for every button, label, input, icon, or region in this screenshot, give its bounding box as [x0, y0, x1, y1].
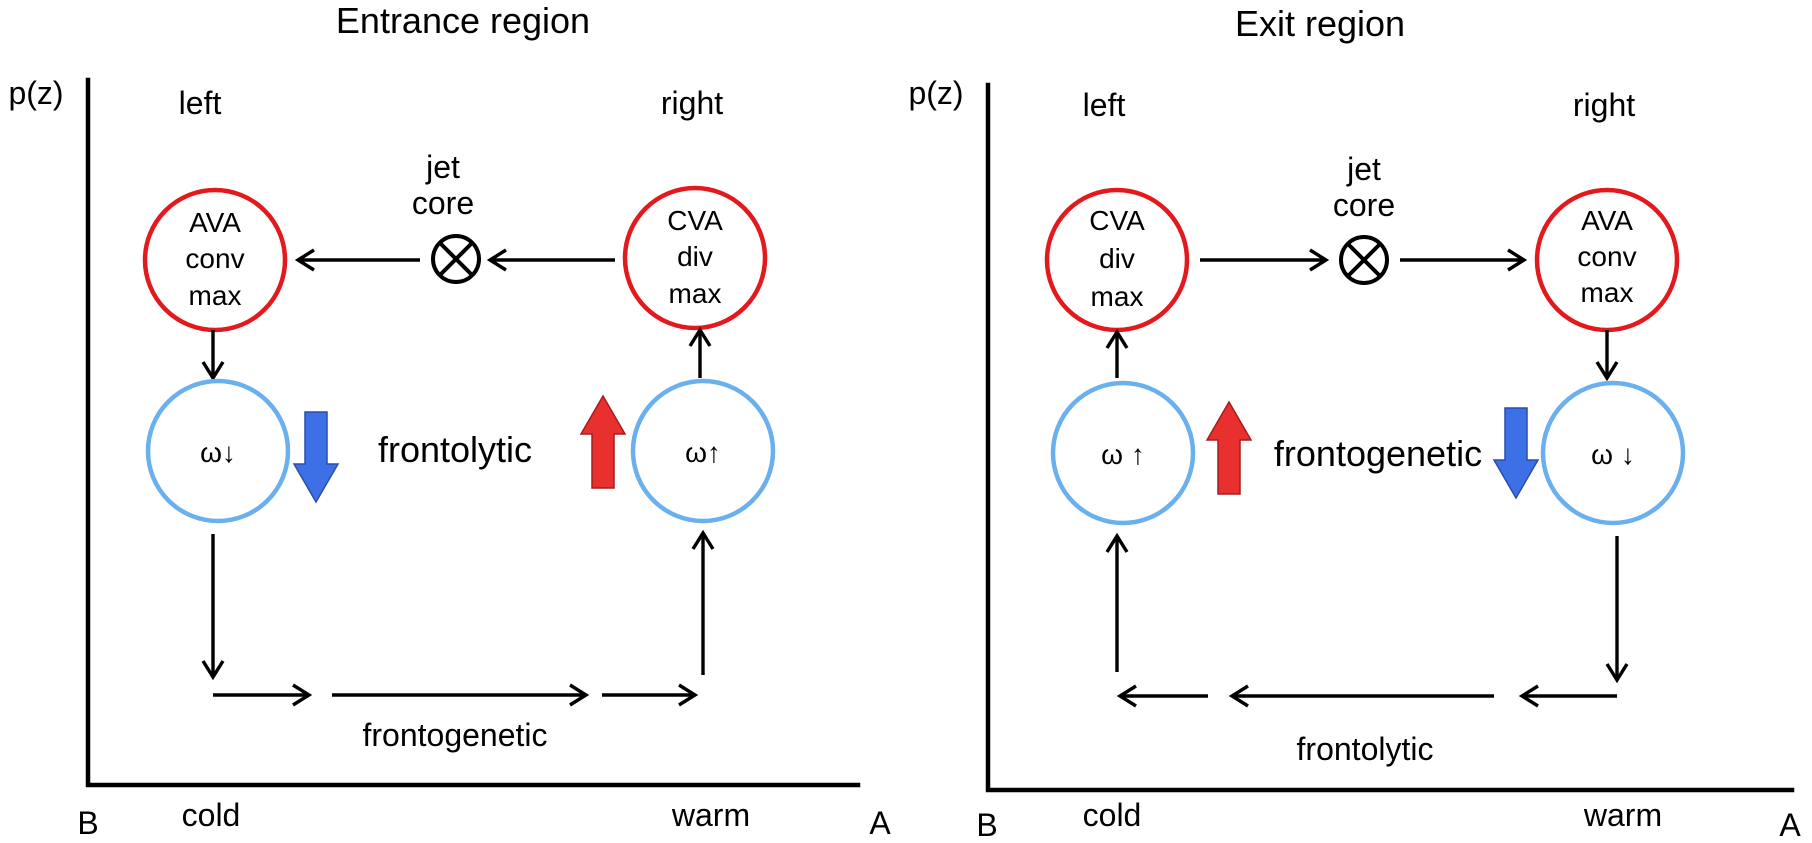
bottom-process-label: frontogenetic — [362, 717, 547, 753]
right-side-label: right — [661, 85, 723, 121]
panel-exit: Exit region p(z) B A cold warm left righ… — [908, 3, 1801, 843]
axes — [85, 77, 861, 788]
circle-line-1: AVA — [189, 207, 241, 238]
lower-flow-arrow — [1518, 684, 1617, 708]
left-divergence-circle: CVA div max — [1044, 187, 1190, 333]
lower-flow-arrow — [602, 683, 699, 707]
omega-label: ω↑ — [685, 437, 721, 468]
lower-flow-arrow — [213, 683, 313, 707]
descent-arrow — [292, 411, 340, 504]
circle-line-3: max — [1091, 281, 1144, 312]
middle-process-label: frontolytic — [378, 429, 532, 470]
left-omega-circle: ω↓ — [145, 378, 291, 524]
jet-label: jet — [425, 149, 460, 185]
left-side-label: left — [1083, 87, 1126, 123]
jet-label: jet — [1346, 151, 1381, 187]
omega-label: ω↓ — [200, 437, 236, 468]
panel-entrance: Entrance region p(z) B A cold warm left … — [8, 0, 891, 841]
circle-line-1: AVA — [1581, 205, 1633, 236]
circle-line-1: CVA — [1089, 205, 1145, 236]
core-label: core — [1333, 187, 1395, 223]
down-link-arrow — [1595, 330, 1619, 382]
right-divergence-circle: AVA conv max — [1534, 187, 1680, 333]
jet-core-symbol — [1339, 235, 1389, 285]
left-divergence-circle: AVA conv max — [142, 187, 288, 333]
upper-flow-arrow — [1200, 248, 1330, 272]
ascent-arrow — [579, 394, 627, 489]
x-axis-left-end: B — [77, 805, 98, 841]
left-descending-flow — [201, 534, 225, 681]
right-omega-circle: ω ↓ — [1540, 380, 1686, 526]
left-side-label: left — [179, 85, 222, 121]
right-omega-circle: ω↑ — [630, 378, 776, 524]
cold-label: cold — [1083, 797, 1142, 833]
upper-flow-arrow — [486, 248, 615, 272]
circle-line-2: conv — [1577, 241, 1636, 272]
left-ascending-flow — [1105, 532, 1129, 672]
right-ascending-flow — [691, 529, 715, 675]
circle-line-3: max — [189, 280, 242, 311]
jet-core-symbol — [431, 234, 481, 284]
middle-process-label: frontogenetic — [1274, 433, 1482, 474]
panel-title: Entrance region — [336, 0, 590, 41]
panel-title: Exit region — [1235, 3, 1405, 44]
warm-label: warm — [1583, 797, 1662, 833]
upper-flow-arrow — [294, 248, 420, 272]
bottom-process-label: frontolytic — [1297, 731, 1434, 767]
circle-line-2: div — [677, 241, 713, 272]
axes — [985, 82, 1795, 793]
y-axis-label: p(z) — [908, 75, 963, 111]
omega-label: ω ↓ — [1591, 439, 1635, 470]
x-axis-right-end: A — [1779, 807, 1801, 843]
warm-label: warm — [671, 797, 750, 833]
up-link-arrow — [1105, 328, 1129, 378]
lower-flow-arrow — [1228, 684, 1494, 708]
circle-line-2: conv — [185, 243, 244, 274]
left-omega-circle: ω ↑ — [1050, 380, 1196, 526]
right-side-label: right — [1573, 87, 1635, 123]
descent-arrow — [1492, 407, 1540, 500]
up-link-arrow — [688, 326, 712, 378]
right-descending-flow — [1605, 536, 1629, 684]
omega-label: ω ↑ — [1101, 439, 1145, 470]
circle-line-1: CVA — [667, 205, 723, 236]
lower-flow-arrow — [1116, 684, 1208, 708]
circle-line-3: max — [1581, 277, 1634, 308]
y-axis-label: p(z) — [8, 75, 63, 111]
ascent-arrow — [1205, 400, 1253, 495]
down-link-arrow — [201, 330, 225, 382]
cold-label: cold — [182, 797, 241, 833]
x-axis-left-end: B — [976, 807, 997, 843]
circle-line-2: div — [1099, 243, 1135, 274]
core-label: core — [412, 185, 474, 221]
circle-line-3: max — [669, 278, 722, 309]
upper-flow-arrow — [1400, 248, 1528, 272]
lower-flow-arrow — [332, 683, 590, 707]
x-axis-right-end: A — [869, 805, 891, 841]
right-divergence-circle: CVA div max — [622, 185, 768, 331]
